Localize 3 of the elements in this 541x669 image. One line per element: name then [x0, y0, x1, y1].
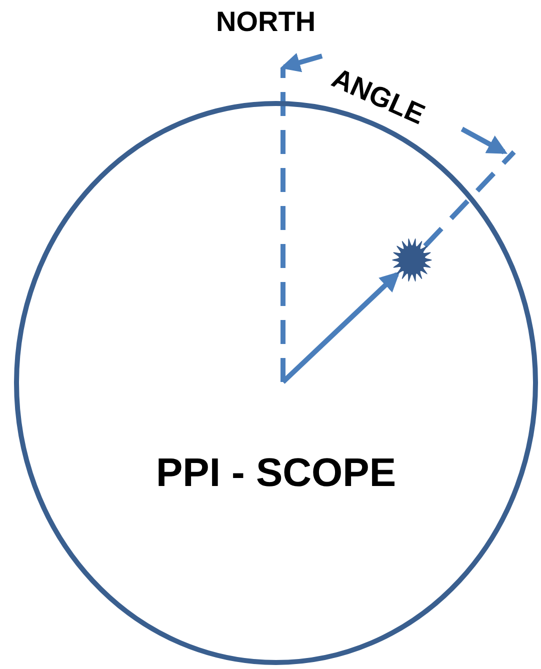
direction-label: NORTH: [216, 6, 316, 38]
arrow: [281, 271, 400, 384]
scope-title: PPI - SCOPE: [154, 451, 398, 496]
